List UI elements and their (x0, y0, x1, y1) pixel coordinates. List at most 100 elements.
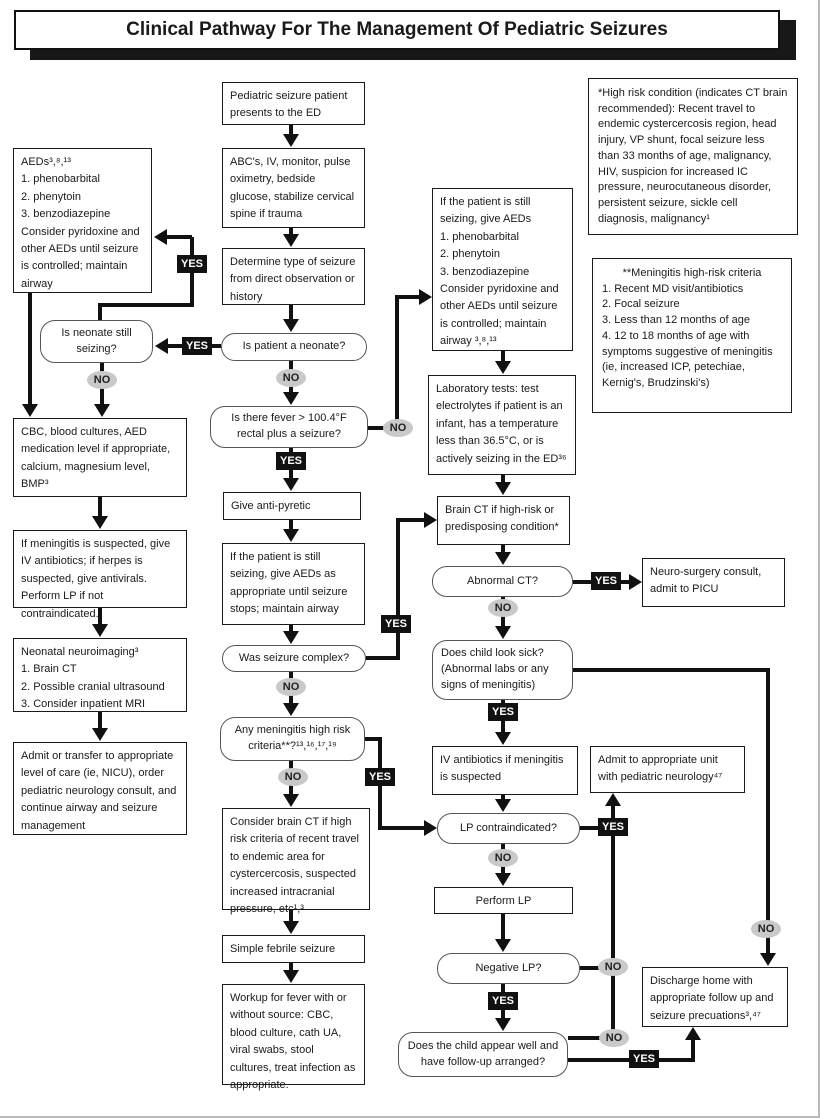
connector-line (289, 520, 293, 531)
connector-line (289, 305, 293, 321)
is-neonate-decision: Is patient a neonate? (221, 333, 367, 361)
arrowhead (92, 728, 108, 741)
arrowhead (424, 512, 437, 528)
connector-line (378, 826, 426, 830)
discharge-home-box: Discharge home with appropriate follow u… (642, 967, 788, 1027)
connector-line (366, 656, 400, 660)
yes-label-complex: YES (381, 615, 411, 633)
arrowhead (94, 404, 110, 417)
no-label-meningitis: NO (278, 768, 308, 786)
arrowhead (283, 319, 299, 332)
arrowhead (419, 289, 432, 305)
admit-unit-neurology-box: Admit to appropriate unit with pediatric… (590, 746, 745, 793)
arrowhead (283, 529, 299, 542)
cbc-labs-box: CBC, blood cultures, AED medication leve… (13, 418, 187, 497)
child-look-sick-decision: Does child look sick? (Abnormal labs or … (432, 640, 573, 700)
appear-well-decision: Does the child appear well and have foll… (398, 1032, 568, 1077)
meningitis-note-body: 1. Recent MD visit/antibiotics 2. Focal … (602, 282, 773, 390)
consider-brain-ct-box: Consider brain CT if high risk criteria … (222, 808, 370, 915)
presents-ed-box: Pediatric seizure patient presents to th… (222, 82, 365, 125)
arrowhead (495, 732, 511, 745)
connector-line (395, 297, 399, 430)
arrowhead (495, 361, 511, 374)
arrowhead (283, 392, 299, 405)
determine-seizure-type-box: Determine type of seizure from direct ob… (222, 248, 365, 305)
abc-stabilize-box: ABC's, IV, monitor, pulse oximetry, beds… (222, 148, 365, 228)
arrowhead (495, 626, 511, 639)
arrowhead (283, 631, 299, 644)
no-label-complex: NO (276, 678, 306, 696)
connector-line (363, 737, 382, 741)
arrowhead (495, 1018, 511, 1031)
connector-line (766, 668, 770, 954)
aeds-still-seizing-box: If the patient is still seizing, give AE… (432, 188, 573, 351)
connector-line (580, 826, 615, 830)
arrowhead (155, 338, 168, 354)
connector-line (98, 303, 194, 307)
perform-lp-box: Perform LP (434, 887, 573, 914)
lp-contraindicated-decision: LP contraindicated? (437, 813, 580, 844)
antipyretic-box: Give anti-pyretic (223, 492, 361, 520)
yes-label-neonate-loop: YES (177, 255, 207, 273)
abnormal-ct-decision: Abnormal CT? (432, 566, 573, 597)
connector-line (289, 963, 293, 972)
connector-line (691, 1040, 695, 1062)
seizure-complex-decision: Was seizure complex? (222, 645, 366, 672)
arrowhead (495, 552, 511, 565)
connector-line (165, 235, 192, 239)
arrowhead (629, 574, 642, 590)
arrowhead (495, 799, 511, 812)
meningitis-criteria-note: **Meningitis high-risk criteria 1. Recen… (592, 258, 792, 413)
connector-line (568, 1036, 615, 1040)
arrowhead (760, 953, 776, 966)
no-label-neonate: NO (276, 369, 306, 387)
neonatal-neuroimaging-box: Neonatal neuroimaging³ 1. Brain CT 2. Po… (13, 638, 187, 712)
yes-label-look-sick: YES (488, 703, 518, 721)
yes-label-meningitis: YES (365, 768, 395, 786)
neonate-still-seizing-decision: Is neonate still seizing? (40, 320, 153, 363)
connector-line (98, 497, 102, 518)
connector-line (580, 966, 615, 970)
arrowhead (92, 624, 108, 637)
simple-febrile-seizure-box: Simple febrile seizure (222, 935, 365, 963)
no-label-lp: NO (488, 849, 518, 867)
arrowhead (424, 820, 437, 836)
connector-line (501, 545, 505, 554)
connector-line (98, 712, 102, 730)
connector-line (501, 351, 505, 363)
connector-line (501, 795, 505, 801)
admit-nicu-box: Admit or transfer to appropriate level o… (13, 742, 187, 835)
connector-line (395, 295, 421, 299)
connector-line (501, 914, 505, 941)
arrowhead (283, 970, 299, 983)
no-label-neonate-seizing: NO (87, 371, 117, 389)
arrowhead (22, 404, 38, 417)
still-seizing-aeds-box: If the patient is still seizing, give AE… (222, 543, 365, 625)
connector-line (573, 668, 770, 672)
connector-line (28, 293, 32, 406)
arrowhead (495, 482, 511, 495)
high-risk-condition-note: *High risk condition (indicates CT brain… (588, 78, 798, 235)
arrowhead (283, 703, 299, 716)
yes-label-negative-lp: YES (488, 992, 518, 1010)
brain-ct-box: Brain CT if high-risk or predisposing co… (437, 496, 570, 545)
connector-line (396, 518, 426, 522)
arrowhead (283, 234, 299, 247)
no-label-negative-lp: NO (598, 958, 628, 976)
arrowhead (283, 921, 299, 934)
connector-line (98, 608, 102, 626)
aeds-neonate-box: AEDs³,⁸,¹³ 1. phenobarbital 2. phenytoin… (13, 148, 152, 293)
neurosurgery-picu-box: Neuro-surgery consult, admit to PICU (642, 558, 785, 607)
connector-line (289, 125, 293, 136)
connector-line (501, 475, 505, 484)
arrowhead (495, 873, 511, 886)
page-title: Clinical Pathway For The Management Of P… (14, 10, 780, 50)
no-label-appear-well: NO (599, 1029, 629, 1047)
yes-label-lp: YES (598, 818, 628, 836)
connector-line (611, 806, 615, 1040)
yes-label-fever: YES (276, 452, 306, 470)
connector-line (396, 518, 400, 660)
negative-lp-decision: Negative LP? (437, 953, 580, 984)
no-label-look-sick: NO (751, 920, 781, 938)
